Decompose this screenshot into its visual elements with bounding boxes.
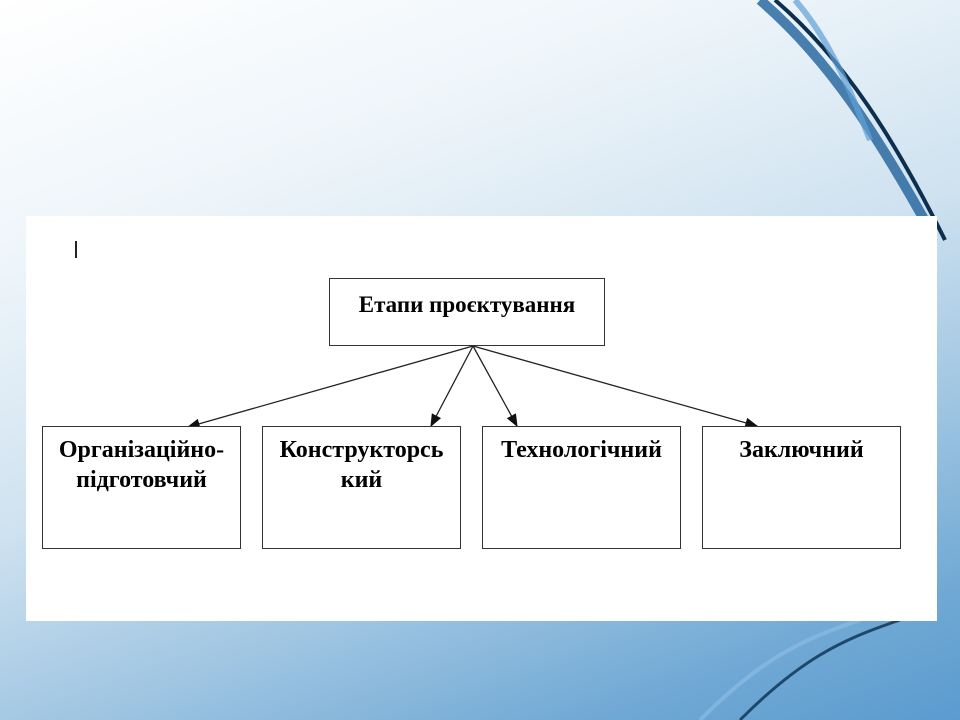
stage-node-final: Заключний	[702, 426, 901, 549]
arrow-to-stage-4	[472, 345, 759, 428]
arrow-to-stage-1	[186, 345, 474, 429]
stage-label-line1: Технологічний	[501, 437, 662, 463]
root-node-label: Етапи проєктування	[358, 292, 576, 317]
stage-node-design: Конструкторсь кий	[262, 426, 461, 549]
connector-arrows	[186, 345, 759, 429]
arrow-to-stage-2	[430, 345, 474, 428]
stage-label-line1: Заключний	[739, 437, 864, 463]
stage-label-line2: підготовчий	[76, 467, 207, 493]
stage-label-line1: Організаційно-	[58, 437, 225, 463]
text-cursor	[75, 241, 77, 258]
arrow-to-stage-3	[472, 345, 518, 428]
stage-label-line2: кий	[340, 467, 383, 493]
stage-node-technological: Технологічний	[482, 426, 681, 549]
stage-node-organizational: Організаційно- підготовчий	[42, 426, 241, 549]
root-node-design-stages: Етапи проєктування	[329, 278, 605, 346]
stage-label-line1: Конструкторсь	[279, 437, 444, 463]
diagram-panel: Етапи проєктування Організаційно- підгот…	[26, 216, 937, 621]
